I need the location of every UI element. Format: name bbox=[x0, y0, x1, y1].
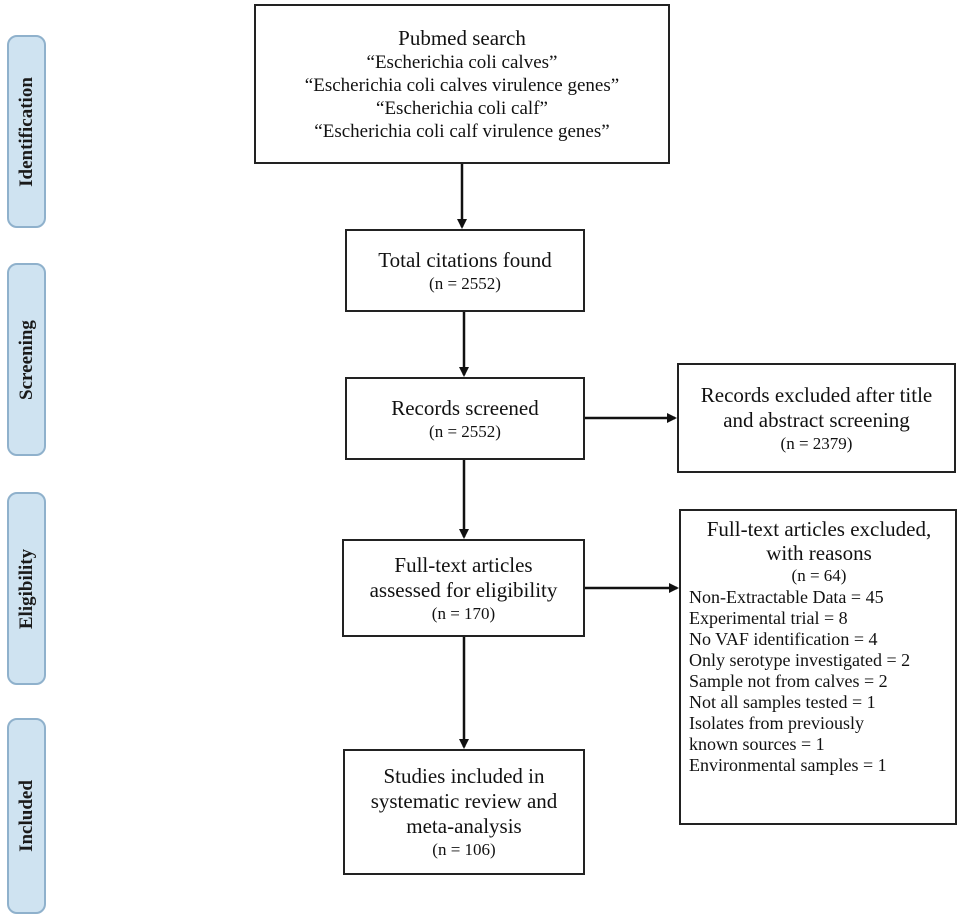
fulltext-excluded-heading: with reasons bbox=[766, 541, 872, 565]
phase-screening: Screening bbox=[7, 263, 46, 456]
phase-eligibility: Eligibility bbox=[7, 492, 46, 685]
search-term: “Escherichia coli calf” bbox=[376, 97, 548, 119]
records-excluded-count: (n = 2379) bbox=[780, 433, 853, 453]
records-excluded-line: Records excluded after title bbox=[700, 382, 933, 407]
fulltext-assessed-line: Full-text articles bbox=[394, 552, 533, 577]
phase-identification: Identification bbox=[7, 35, 46, 228]
fulltext-excluded-count: (n = 64) bbox=[791, 566, 847, 585]
total-citations-count: (n = 2552) bbox=[429, 273, 501, 293]
search-term: “Escherichia coli calves virulence genes… bbox=[304, 74, 620, 96]
fulltext-excluded-heading: Full-text articles excluded, bbox=[706, 517, 932, 541]
records-screened-title: Records screened bbox=[391, 395, 539, 420]
exclusion-reason: Isolates from previously bbox=[689, 713, 864, 733]
exclusion-reason: known sources = 1 bbox=[689, 734, 825, 754]
exclusion-reason: Environmental samples = 1 bbox=[689, 755, 887, 775]
search-term: “Escherichia coli calf virulence genes” bbox=[314, 120, 610, 142]
fulltext-assessed-count: (n = 170) bbox=[431, 603, 496, 623]
exclusion-reason: Experimental trial = 8 bbox=[689, 608, 848, 628]
search-term: “Escherichia coli calves” bbox=[366, 51, 558, 73]
search-title: Pubmed search bbox=[398, 25, 526, 50]
records-excluded-box: Records excluded after title and abstrac… bbox=[677, 363, 956, 473]
total-citations-title: Total citations found bbox=[378, 247, 552, 272]
exclusion-reason: No VAF identification = 4 bbox=[689, 629, 878, 649]
exclusion-reason: Only serotype investigated = 2 bbox=[689, 650, 911, 670]
exclusion-reason: Sample not from calves = 2 bbox=[689, 671, 888, 691]
studies-included-count: (n = 106) bbox=[432, 840, 496, 859]
exclusion-reason: Non-Extractable Data = 45 bbox=[689, 587, 884, 607]
records-screened-box: Records screened (n = 2552) bbox=[345, 377, 585, 460]
records-screened-count: (n = 2552) bbox=[429, 421, 501, 441]
fulltext-assessed-line: assessed for eligibility bbox=[369, 577, 558, 602]
studies-included-line: meta-analysis bbox=[406, 814, 522, 838]
search-box: Pubmed search “Escherichia coli calves” … bbox=[254, 4, 670, 164]
studies-included-box: Studies included in systematic review an… bbox=[343, 749, 585, 875]
studies-included-line: systematic review and bbox=[370, 789, 558, 813]
fulltext-assessed-box: Full-text articles assessed for eligibil… bbox=[342, 539, 585, 637]
phase-included: Included bbox=[7, 718, 46, 914]
fulltext-excluded-box: Full-text articles excluded, with reason… bbox=[679, 509, 957, 825]
total-citations-box: Total citations found (n = 2552) bbox=[345, 229, 585, 312]
studies-included-line: Studies included in bbox=[383, 764, 545, 788]
exclusion-reason: Not all samples tested = 1 bbox=[689, 692, 876, 712]
records-excluded-line: and abstract screening bbox=[723, 407, 910, 432]
